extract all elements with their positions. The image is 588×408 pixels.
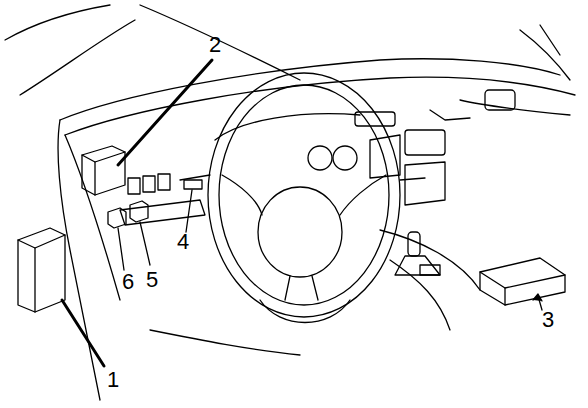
callout-number: 6 <box>122 271 134 293</box>
callout-number: 1 <box>107 369 119 391</box>
callout-number: 2 <box>209 34 221 56</box>
callout-number: 5 <box>146 269 158 291</box>
callout-number: 4 <box>177 231 189 253</box>
callout-number: 3 <box>542 309 554 331</box>
